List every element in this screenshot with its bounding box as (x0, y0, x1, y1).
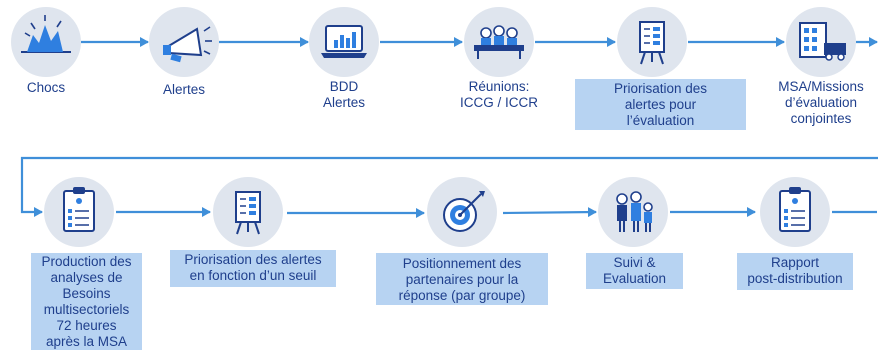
step-msa-line-2: d’évaluation (784, 95, 858, 110)
step-alertes-line-1: Alertes (162, 82, 206, 97)
step-production-line-3: Besoins (62, 286, 111, 301)
step-priorisation-evaluation-line-1: Priorisation des (613, 81, 708, 96)
step-alertes-label: Alertes (152, 82, 216, 98)
meeting-table-icon (474, 25, 524, 59)
building-truck-icon (799, 22, 846, 61)
step-production-line-6: après la MSA (45, 334, 128, 349)
step-priorisation-seuil-circle (213, 177, 283, 247)
step-positionnement-label: Positionnement des partenaires pour la r… (376, 253, 548, 305)
step-priorisation-evaluation-label: Priorisation des alertes pour l’évaluati… (575, 79, 746, 130)
step-bdd-circle (309, 7, 379, 77)
step-positionnement-line-1: Positionnement des (402, 256, 522, 271)
step-production-line-4: multisectoriels (43, 302, 130, 317)
step-chocs-line-1: Chocs (26, 80, 66, 95)
step-production-label: Production des analyses de Besoins multi… (31, 253, 142, 350)
people-family-icon (616, 191, 653, 232)
step-rapport-line-1: Rapport (770, 255, 820, 270)
step-msa-circle (786, 7, 856, 77)
step-priorisation-seuil-label: Priorisation des alertes en fonction d’u… (170, 250, 336, 287)
step-bdd-label: BDD Alertes (309, 79, 379, 111)
step-reunions-circle (464, 7, 534, 77)
step-msa-line-1: MSA/Missions (778, 79, 864, 94)
step-priorisation-evaluation-line-2: alertes pour (624, 97, 697, 112)
arrow-positionnement-suivi (502, 207, 597, 218)
step-positionnement-circle (427, 177, 497, 247)
step-priorisation-evaluation-line-3: l’évaluation (626, 113, 695, 128)
megaphone-icon (163, 26, 212, 63)
step-suivi-circle (598, 177, 668, 247)
step-production-line-5: 72 heures (56, 318, 117, 333)
flipchart-icon (235, 191, 261, 235)
step-rapport-label: Rapport post-distribution (737, 253, 853, 290)
laptop-chart-icon (321, 25, 367, 58)
step-chocs-label: Chocs (16, 80, 76, 96)
step-suivi-line-1: Suivi & (613, 255, 656, 270)
shock-burst-icon (21, 15, 71, 53)
clipboard-checklist-icon (779, 187, 811, 232)
step-bdd-line-1: BDD (329, 79, 359, 94)
step-reunions-line-1: Réunions: (468, 79, 530, 94)
step-suivi-label: Suivi & Evaluation (586, 253, 683, 289)
target-dart-icon (443, 191, 485, 232)
step-bdd-line-2: Alertes (322, 95, 366, 110)
step-alertes-circle (149, 7, 219, 77)
step-rapport-circle (760, 177, 830, 247)
flipchart-icon (639, 21, 665, 65)
step-rapport-line-2: post-distribution (747, 271, 843, 286)
step-priorisation-seuil-line-1: Priorisation des alertes (184, 252, 322, 267)
step-suivi-line-2: Evaluation (602, 271, 667, 286)
step-positionnement-line-2: partenaires pour la (405, 272, 519, 287)
step-priorisation-seuil-line-2: en fonction d’un seuil (189, 268, 317, 283)
step-production-line-2: analyses de (50, 270, 123, 285)
step-reunions-label: Réunions: ICCG / ICCR (452, 79, 546, 111)
step-msa-line-3: conjointes (790, 111, 852, 126)
arrow-row-wrap (20, 156, 878, 217)
step-priorisation-evaluation-circle (617, 7, 687, 77)
step-reunions-line-2: ICCG / ICCR (459, 95, 538, 110)
step-msa-label: MSA/Missions d’évaluation conjointes (771, 79, 871, 127)
step-chocs-circle (11, 7, 81, 77)
step-production-line-1: Production des (41, 254, 132, 269)
clipboard-checklist-icon (63, 187, 95, 232)
step-production-circle (44, 177, 114, 247)
step-positionnement-line-3: réponse (par groupe) (398, 288, 526, 303)
